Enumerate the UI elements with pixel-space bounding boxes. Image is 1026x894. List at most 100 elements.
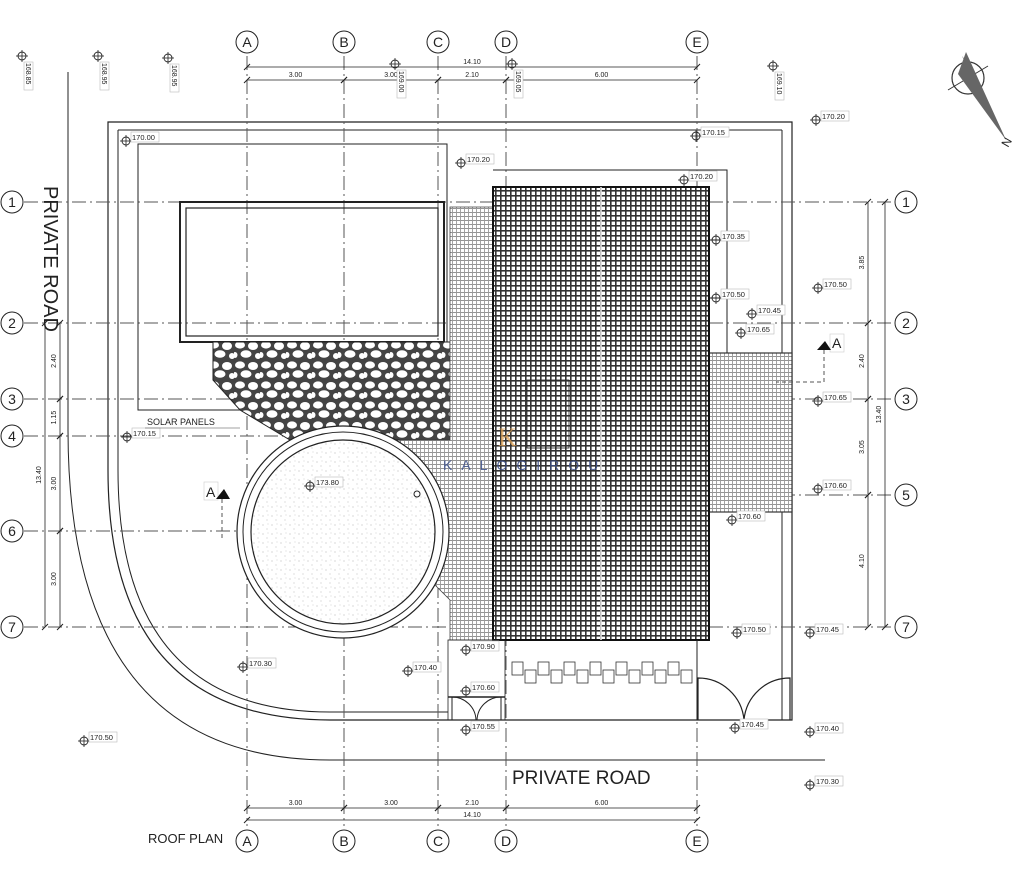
elevation-marker: 168.85 bbox=[16, 50, 34, 91]
grid-bubble-c: C bbox=[426, 30, 450, 54]
elevation-marker: 170.40 bbox=[402, 661, 442, 677]
svg-text:1: 1 bbox=[902, 194, 910, 210]
elevation-markers: 168.85 168.95 168.95 169.00 169.05 169.10 170.… bbox=[16, 50, 852, 791]
elevation-marker: 170.40 bbox=[804, 722, 844, 738]
svg-text:169.00: 169.00 bbox=[397, 71, 404, 93]
svg-text:C: C bbox=[433, 833, 443, 849]
dimension-label: 3.00 bbox=[289, 72, 303, 79]
roof-skylight bbox=[526, 379, 570, 449]
elevation-marker: 169.10 bbox=[767, 60, 785, 101]
stepping-stone bbox=[524, 669, 537, 684]
stepping-stone bbox=[641, 661, 654, 676]
stepping-stone bbox=[576, 669, 589, 684]
elevation-marker: 169.00 bbox=[389, 58, 407, 99]
north-arrow-icon: N bbox=[947, 52, 1015, 150]
grid-bubble-e: E bbox=[685, 829, 709, 853]
elevation-marker: 170.45 bbox=[746, 304, 786, 320]
svg-text:D: D bbox=[501, 833, 511, 849]
svg-text:170.45: 170.45 bbox=[741, 720, 764, 729]
pool-outer bbox=[179, 201, 445, 343]
svg-text:170.60: 170.60 bbox=[472, 683, 495, 692]
elevation-marker: 170.30 bbox=[237, 657, 277, 673]
dimension-label: 14.10 bbox=[463, 812, 481, 819]
svg-text:170.45: 170.45 bbox=[816, 625, 839, 634]
dimension-label: 3.00 bbox=[51, 477, 58, 491]
private-road-bottom-label: PRIVATE ROAD bbox=[512, 768, 651, 789]
svg-text:170.30: 170.30 bbox=[816, 777, 839, 786]
grid-bubble-b: B bbox=[332, 829, 356, 853]
svg-text:1: 1 bbox=[8, 194, 16, 210]
svg-text:170.50: 170.50 bbox=[722, 290, 745, 299]
grid-bubble-d: D bbox=[494, 30, 518, 54]
svg-text:7: 7 bbox=[902, 619, 910, 635]
svg-text:D: D bbox=[501, 34, 511, 50]
svg-text:2: 2 bbox=[902, 315, 910, 331]
svg-text:6: 6 bbox=[8, 523, 16, 539]
svg-text:C: C bbox=[433, 34, 443, 50]
side-canopy-tiles bbox=[708, 352, 793, 513]
svg-text:170.40: 170.40 bbox=[414, 663, 437, 672]
svg-text:170.60: 170.60 bbox=[738, 512, 761, 521]
watermark-text: KALOGIROU bbox=[443, 457, 607, 473]
svg-text:168.95: 168.95 bbox=[170, 65, 177, 87]
dimension-label: 13.40 bbox=[876, 406, 883, 424]
svg-text:170.50: 170.50 bbox=[743, 625, 766, 634]
elevation-marker: 170.00 bbox=[120, 131, 160, 147]
svg-text:168.95: 168.95 bbox=[100, 63, 107, 85]
elevation-marker: 170.50 bbox=[812, 278, 852, 294]
elevation-marker: 170.60 bbox=[726, 510, 766, 526]
elevation-marker: 170.15 bbox=[121, 427, 161, 443]
stepping-stone bbox=[628, 669, 641, 684]
svg-text:169.05: 169.05 bbox=[514, 71, 521, 93]
row-bubble-left-3: 3 bbox=[0, 387, 24, 411]
svg-text:170.50: 170.50 bbox=[824, 280, 847, 289]
svg-text:170.20: 170.20 bbox=[690, 172, 713, 181]
row-bubble-left-6: 6 bbox=[0, 519, 24, 543]
svg-text:170.65: 170.65 bbox=[747, 325, 770, 334]
svg-text:5: 5 bbox=[902, 487, 910, 503]
dimension-label: 2.40 bbox=[859, 354, 866, 368]
row-bubble-right-5: 5 bbox=[894, 483, 918, 507]
grid-bubble-e: E bbox=[685, 30, 709, 54]
elevation-marker: 170.45 bbox=[804, 623, 844, 639]
row-bubble-left-2: 2 bbox=[0, 311, 24, 335]
dimension-label: 6.00 bbox=[595, 800, 609, 807]
stepping-stones bbox=[511, 661, 693, 684]
entrance-area bbox=[447, 639, 791, 721]
stepping-stone bbox=[563, 661, 576, 676]
svg-text:2: 2 bbox=[8, 315, 16, 331]
section-marker-right: A bbox=[776, 333, 845, 383]
grid-bubble-d: D bbox=[494, 829, 518, 853]
elevation-marker: 170.65 bbox=[735, 323, 775, 339]
dimension-label: 3.00 bbox=[384, 800, 398, 807]
svg-text:170.35: 170.35 bbox=[722, 232, 745, 241]
grid-bubble-c: C bbox=[426, 829, 450, 853]
elevation-marker: 170.50 bbox=[710, 288, 750, 304]
svg-text:168.85: 168.85 bbox=[24, 63, 31, 85]
svg-text:170.15: 170.15 bbox=[133, 429, 156, 438]
dimension-label: 1.15 bbox=[51, 411, 58, 425]
circular-deck bbox=[236, 425, 450, 639]
dimension-label: 3.00 bbox=[384, 72, 398, 79]
dimension-label: 2.10 bbox=[465, 800, 479, 807]
row-bubble-right-2: 2 bbox=[894, 311, 918, 335]
row-bubble-right-1: 1 bbox=[894, 190, 918, 214]
stepping-stone bbox=[589, 661, 602, 676]
svg-text:7: 7 bbox=[8, 619, 16, 635]
grid-bubble-b: B bbox=[332, 30, 356, 54]
elevation-marker: 170.60 bbox=[812, 479, 852, 495]
grid-bubble-a: A bbox=[235, 30, 259, 54]
dimension-label: 13.40 bbox=[36, 466, 43, 484]
svg-text:170.30: 170.30 bbox=[249, 659, 272, 668]
section-marker-left: A bbox=[203, 481, 230, 540]
svg-text:B: B bbox=[339, 833, 348, 849]
elevation-marker: 170.20 bbox=[678, 170, 718, 186]
svg-text:A: A bbox=[832, 335, 842, 351]
elevation-marker: 168.95 bbox=[92, 50, 110, 91]
elevation-marker: 170.45 bbox=[729, 718, 769, 734]
svg-text:170.40: 170.40 bbox=[816, 724, 839, 733]
elevation-marker: 170.35 bbox=[710, 230, 750, 246]
pool-inner bbox=[185, 207, 439, 337]
